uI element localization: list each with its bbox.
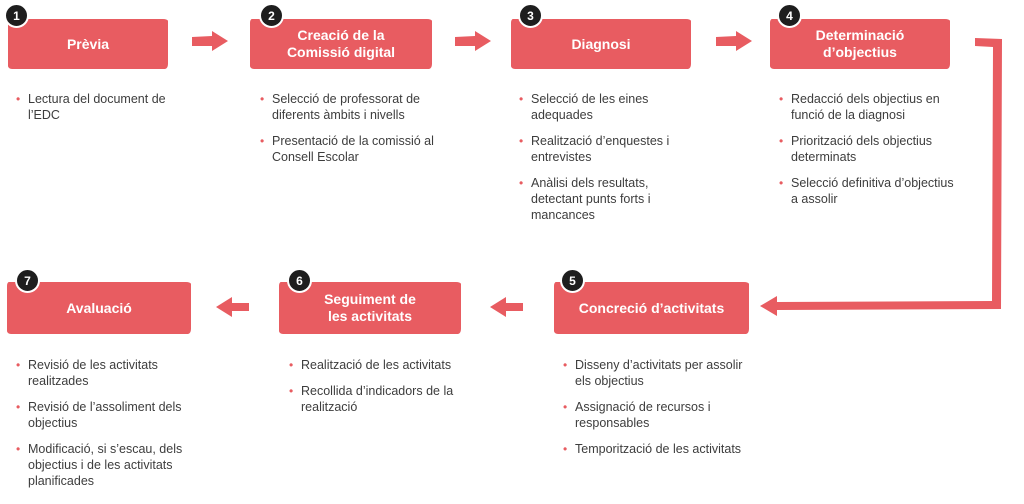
list-item: •Selecció de les eines adequades (519, 92, 649, 122)
step-7-items: •Revisió de les activitats realitzades •… (16, 357, 196, 499)
step-3-title: Diagnosi (571, 35, 631, 52)
step-7-number-badge: 7 (15, 268, 40, 293)
step-2-title-line-1: Creació de la (297, 27, 385, 43)
bullet-icon: • (16, 92, 21, 106)
list-item: •Lectura del document de l’EDC (16, 92, 166, 122)
arrow-5-to-6 (490, 297, 523, 317)
step-3-title-box: Diagnosi (511, 19, 691, 69)
step-6-items: •Realització de les activitats •Recollid… (289, 357, 469, 425)
step-4-title-box: Determinació d’objectius (770, 19, 950, 69)
step-1-items: •Lectura del document de l’EDC (16, 91, 166, 133)
step-5-items: •Disseny d’activitats per assolir els ob… (563, 357, 743, 467)
step-5-number-badge: 5 (560, 268, 585, 293)
step-6-title-line-2: les activitats (327, 308, 413, 324)
step-1-number-badge: 1 (4, 3, 29, 28)
step-3-number-badge: 3 (518, 3, 543, 28)
arrow-3-to-4 (716, 31, 752, 51)
list-item: •Realització de les activitats (289, 358, 452, 372)
bullet-icon: • (563, 400, 568, 414)
list-item: •Realització d’enquestes i entrevistes (519, 134, 670, 164)
list-item: •Priorització dels objectius determinats (779, 134, 933, 164)
arrow-1-to-2 (192, 31, 228, 51)
step-2-items: •Selecció de professorat de diferents àm… (260, 91, 440, 175)
step-4-number-badge: 4 (777, 3, 802, 28)
bullet-icon: • (563, 358, 568, 372)
list-item: •Selecció definitiva d’objectius a assol… (779, 176, 954, 206)
list-item: •Presentació de la comissió al Consell E… (260, 134, 434, 164)
list-item: •Recollida d’indicadors de la realitzaci… (289, 384, 454, 414)
list-item: •Assignació de recursos i responsables (563, 400, 711, 430)
list-item: •Temporització de les activitats (563, 442, 742, 456)
bullet-icon: • (289, 384, 294, 398)
list-item: •Redacció dels objectius en funció de la… (779, 92, 940, 122)
bullet-icon: • (16, 400, 21, 414)
list-item: •Revisió de les activitats realitzades (16, 358, 158, 388)
bullet-icon: • (779, 134, 784, 148)
list-item: •Disseny d’activitats per assolir els ob… (563, 358, 743, 388)
bullet-icon: • (563, 442, 568, 456)
step-4-title-line-2: d’objectius (823, 44, 897, 60)
step-2-number-badge: 2 (259, 3, 284, 28)
bullet-icon: • (289, 358, 294, 372)
bullet-icon: • (16, 358, 21, 372)
bullet-icon: • (519, 134, 524, 148)
list-item: •Modificació, si s’escau, dels objectius… (16, 442, 183, 488)
arrow-6-to-7 (216, 297, 249, 317)
bullet-icon: • (519, 92, 524, 106)
step-3-items: •Selecció de les eines adequades •Realit… (519, 91, 689, 233)
step-1-title: Prèvia (66, 35, 110, 52)
bullet-icon: • (16, 442, 21, 456)
step-2-title-box: Creació de la Comissió digital (250, 19, 432, 69)
list-item: •Anàlisi dels resultats, detectant punts… (519, 176, 651, 222)
step-7-title-box: Avaluació (7, 282, 191, 334)
list-item: •Selecció de professorat de diferents àm… (260, 92, 421, 122)
list-item: •Revisió de l’assoliment dels objectius (16, 400, 182, 430)
bullet-icon: • (260, 134, 265, 148)
bullet-icon: • (779, 176, 784, 190)
step-6-number-badge: 6 (287, 268, 312, 293)
bullet-icon: • (260, 92, 265, 106)
step-5-title: Concreció d’activitats (578, 299, 725, 316)
step-5-title-box: Concreció d’activitats (554, 282, 749, 334)
step-1-title-box: Prèvia (8, 19, 168, 69)
step-2-title-line-2: Comissió digital (286, 44, 396, 60)
step-7-title: Avaluació (66, 299, 132, 316)
step-4-title-line-1: Determinació (815, 27, 905, 43)
step-4-items: •Redacció dels objectius en funció de la… (779, 91, 959, 217)
bullet-icon: • (779, 92, 784, 106)
bullet-icon: • (519, 176, 524, 190)
step-6-title-box: Seguiment de les activitats (279, 282, 461, 334)
step-6-title-line-1: Seguiment de (324, 291, 416, 307)
arrow-2-to-3 (455, 31, 491, 51)
